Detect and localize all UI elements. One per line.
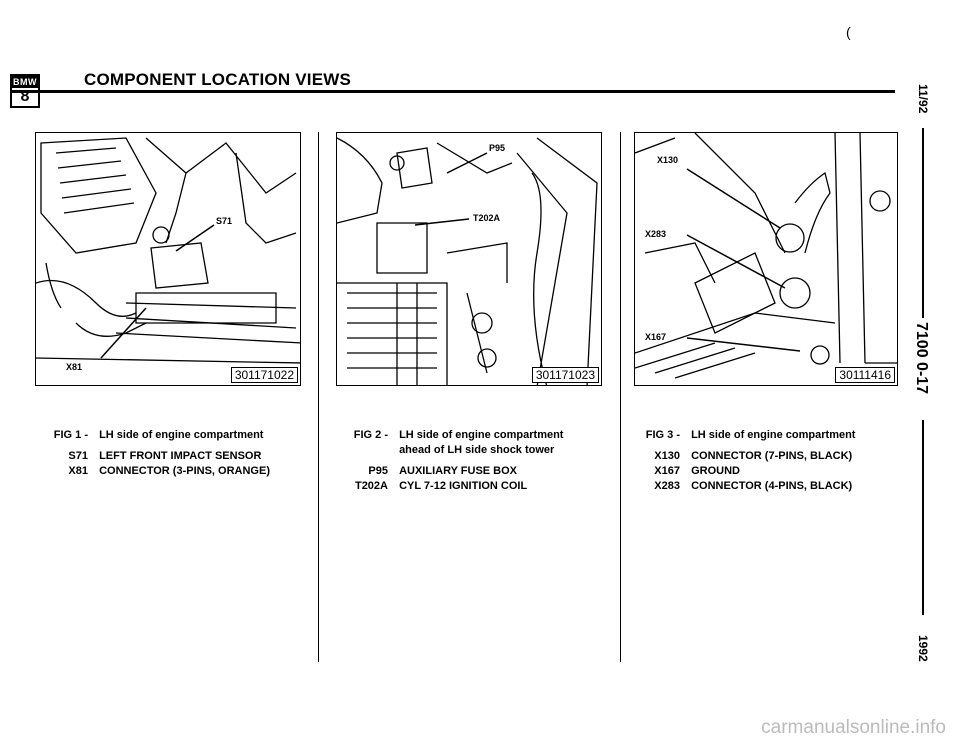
side-year: 1992 [916,635,930,662]
caption-title-line2: ahead of LH side shock tower [399,444,555,456]
figure-1-illustration: S71 X81 301171022 [35,132,301,386]
figure-1-drawing [36,137,300,364]
legend-code: T202A [354,480,388,492]
side-page-number: 7100 0-17 [913,322,930,395]
legend-code: S71 [68,450,88,462]
logo-top-text: BMW [12,76,38,88]
figure-3-code: 30111416 [835,367,895,383]
side-rule [922,128,924,318]
callout-x130: X130 [657,155,679,165]
callout-s71: S71 [216,216,233,226]
caption-title: LH side of engine compartment [399,429,564,441]
header-rule [10,90,895,93]
figure-2-code: 301171023 [531,367,599,383]
figure-2-drawing [337,137,598,385]
caption-title: LH side of engine compartment [691,429,856,441]
callout-x81: X81 [66,362,83,372]
figure-2-caption: FIG 2 - LH side of engine compartment ah… [310,428,610,494]
legend-desc: CYL 7-12 IGNITION COIL [399,480,528,492]
column-divider [620,132,621,662]
side-rule [922,420,924,615]
legend-desc: CONNECTOR (3-PINS, ORANGE) [99,465,270,477]
callout-t202a: T202A [473,213,501,223]
caption-label: FIG 1 - [53,429,88,441]
legend-code: X283 [654,480,680,492]
side-date: 11/92 [916,84,930,114]
page-title: COMPONENT LOCATION VIEWS [84,70,352,89]
figure-2-illustration: P95 T202A 301171023 [336,132,602,386]
column-divider [318,132,319,662]
watermark-text: carmanualsonline.info [761,717,946,738]
callout-x167: X167 [645,332,667,342]
callout-x283: X283 [645,229,667,239]
caption-label: FIG 2 - [353,429,388,441]
legend-desc: GROUND [691,465,740,477]
caption-label: FIG 3 - [645,429,680,441]
corner-mark: ( [846,24,851,40]
caption-title: LH side of engine compartment [99,429,264,441]
legend-desc: CONNECTOR (4-PINS, BLACK) [691,480,853,492]
callout-p95: P95 [489,143,506,153]
legend-code: X81 [68,465,88,477]
legend-code: X130 [654,450,680,462]
legend-desc: CONNECTOR (7-PINS, BLACK) [691,450,853,462]
figure-3-illustration: X130 X283 X167 30111416 [634,132,898,386]
figure-3-caption: FIG 3 - LH side of engine compartment X1… [628,428,898,494]
legend-code: P95 [368,465,388,477]
legend-desc: LEFT FRONT IMPACT SENSOR [99,450,262,462]
figure-3-drawing [635,133,897,379]
figure-1-caption: FIG 1 - LH side of engine compartment S7… [36,428,306,479]
figure-1-code: 301171022 [230,367,298,383]
legend-code: X167 [654,465,680,477]
logo-bottom-text: 8 [20,88,30,105]
legend-desc: AUXILIARY FUSE BOX [399,465,518,477]
